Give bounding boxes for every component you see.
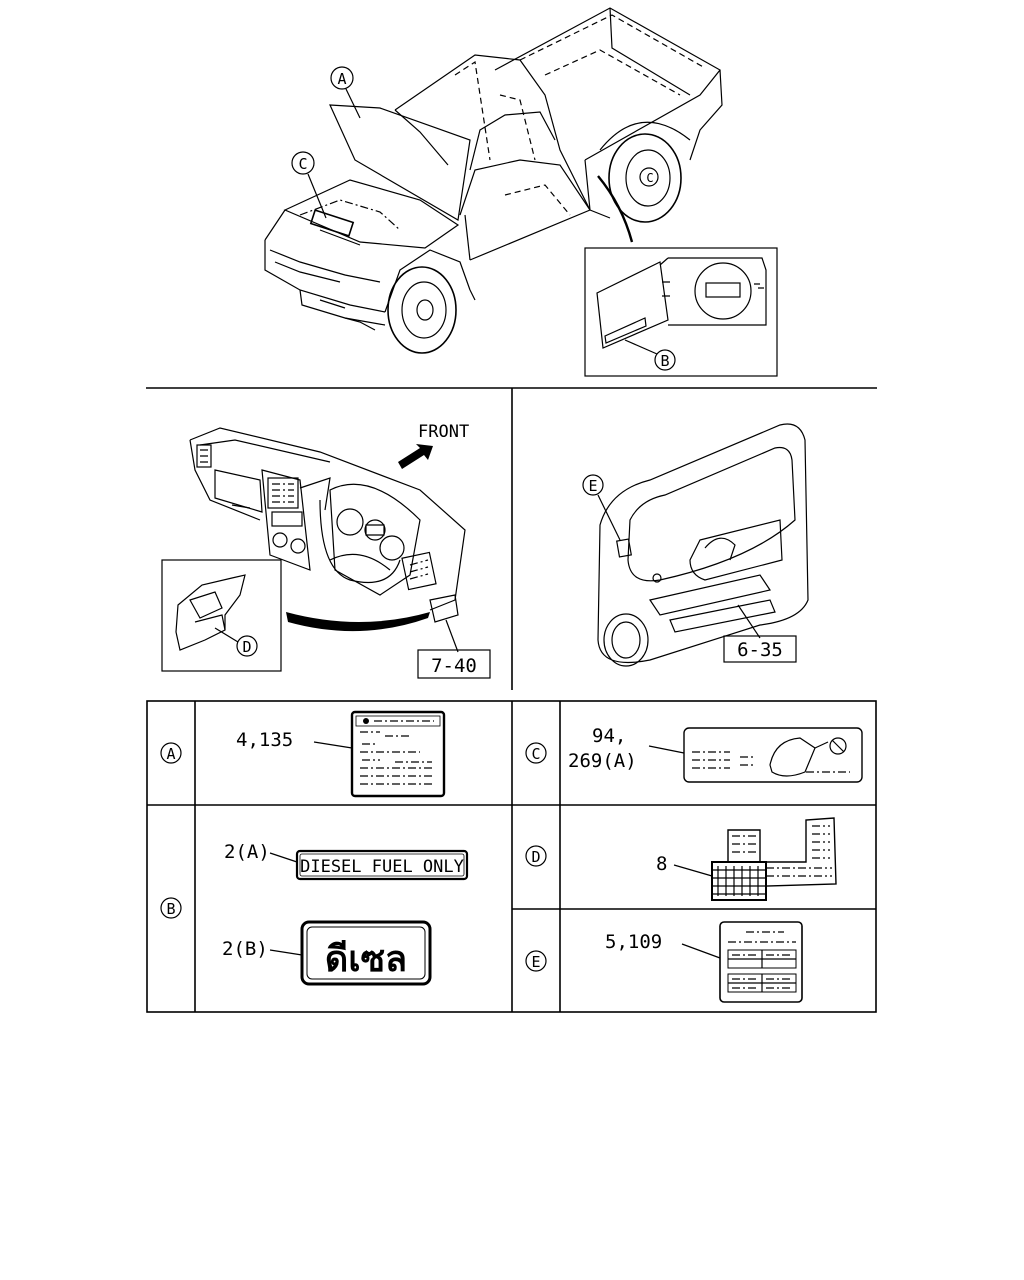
parts-table: A 4,135 C 94, 269(A) B 2(A) xyxy=(146,700,877,1013)
label-d-graphic xyxy=(711,817,837,901)
callout-c-circle xyxy=(291,151,315,175)
door-trim-illustration: E 6-35 xyxy=(582,423,809,667)
part-no-d: 8 xyxy=(656,853,667,875)
front-arrow-icon xyxy=(398,444,433,469)
ref-box-dashboard xyxy=(417,649,491,679)
table-row-c: C 94, 269(A) xyxy=(525,725,863,783)
row-key-b: B xyxy=(166,900,175,918)
row-key-a: A xyxy=(166,745,175,763)
part-no-b-b: 2(B) xyxy=(222,938,268,960)
table-row-b: B 2(A) DIESEL FUEL ONLY 2(B) ดีเซล xyxy=(160,841,469,986)
dashboard-illustration: FRONT 7-40 xyxy=(161,422,491,679)
part-no-a: 4,135 xyxy=(236,729,293,751)
row-key-d: D xyxy=(531,848,540,866)
callout-e: E xyxy=(588,477,597,495)
label-e-graphic xyxy=(719,921,803,1003)
label-b-a-text: DIESEL FUEL ONLY xyxy=(300,857,464,877)
label-b-b-graphic xyxy=(300,920,432,986)
label-c-graphic xyxy=(683,727,863,783)
hood-panel xyxy=(329,104,471,221)
front-direction-label: FRONT xyxy=(418,422,469,442)
ref-box-door-trim xyxy=(723,635,797,663)
row-key-e: E xyxy=(531,953,540,971)
row-key-c: C xyxy=(531,745,540,763)
callout-d: D xyxy=(242,638,251,656)
part-no-c-line2: 269(A) xyxy=(568,750,637,772)
table-row-d: D 8 xyxy=(525,817,837,901)
svg-text:C: C xyxy=(646,171,653,185)
label-b-a-graphic xyxy=(295,849,469,881)
fuel-lid-inset: B xyxy=(584,247,778,377)
table-row-a: A 4,135 xyxy=(160,710,446,798)
ref-door-trim: 6-35 xyxy=(737,639,783,661)
table-row-e: E 5,109 xyxy=(525,921,803,1003)
ref-dashboard: 7-40 xyxy=(431,655,477,677)
callout-a-circle xyxy=(330,66,354,90)
callout-b: B xyxy=(660,352,669,370)
callout-a: A xyxy=(337,70,346,88)
pickup-truck-illustration: A C C xyxy=(264,7,723,354)
label-b-b-text: ดีเซล xyxy=(325,939,407,980)
part-no-e: 5,109 xyxy=(605,931,662,953)
callout-c: C xyxy=(298,155,307,173)
part-no-b-a: 2(A) xyxy=(224,841,270,863)
part-no-c-line1: 94, xyxy=(592,725,626,747)
dashboard-inset-arrow xyxy=(286,612,430,632)
label-a-graphic xyxy=(350,710,446,798)
inset-arrow xyxy=(597,175,634,243)
